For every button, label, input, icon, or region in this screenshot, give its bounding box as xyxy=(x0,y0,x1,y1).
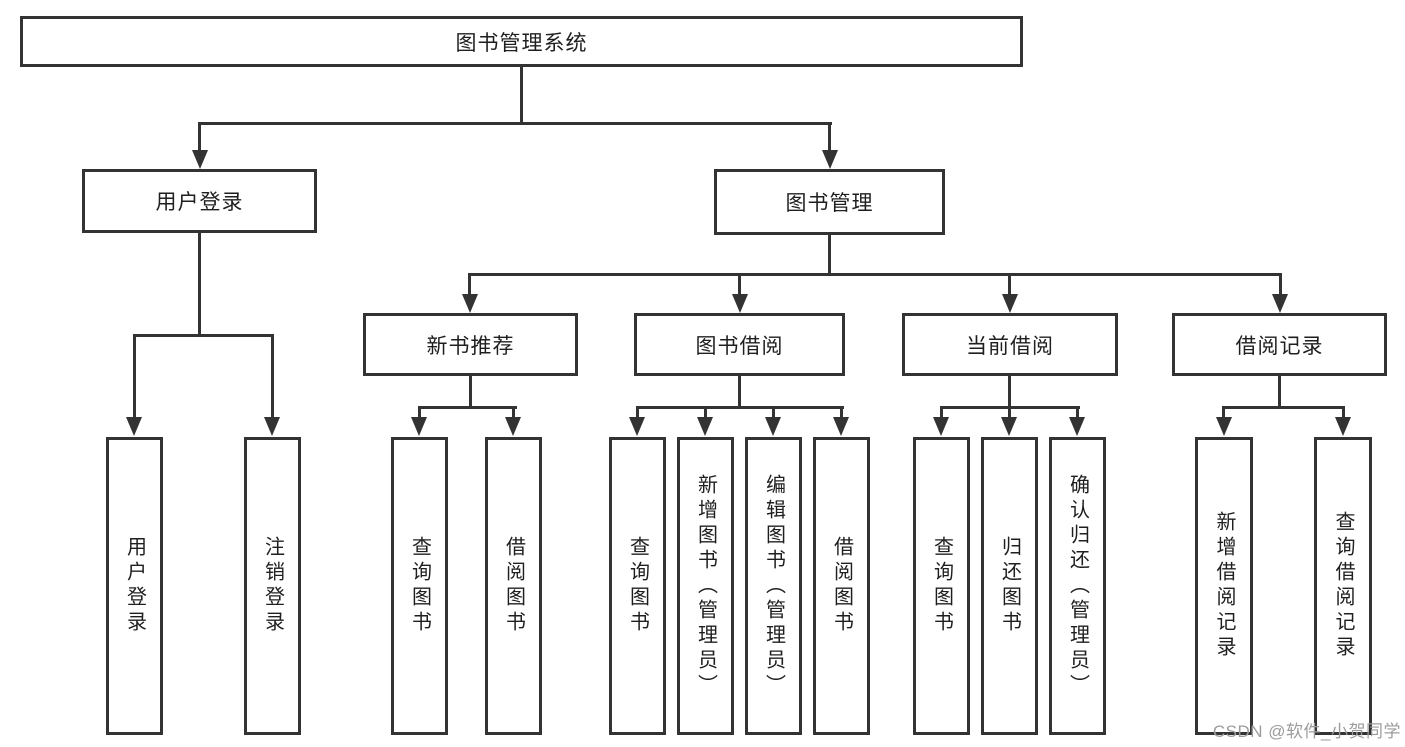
leaf-cb-confirm-return-admin: 确认归还（管理员） xyxy=(1049,437,1106,735)
leaf-bb-edit-books-admin: 编辑图书（管理员） xyxy=(745,437,802,735)
node-label: 用户登录 xyxy=(155,191,244,214)
connector-bookborrow-down xyxy=(738,376,741,408)
connector-newbooks-down xyxy=(469,376,472,408)
arrow-down-icon xyxy=(833,417,849,436)
arrow-down-icon xyxy=(1002,294,1018,313)
node-borrow-records: 借阅记录 xyxy=(1172,313,1387,376)
connector-login-down xyxy=(198,233,201,337)
node-label: 图书管理系统 xyxy=(455,31,588,55)
node-label: 编辑图书（管理员） xyxy=(762,473,785,699)
leaf-bb-add-books-admin: 新增图书（管理员） xyxy=(677,437,734,735)
node-label: 借阅图书 xyxy=(502,536,525,636)
connector-stub xyxy=(704,406,707,420)
node-label: 借阅记录 xyxy=(1235,334,1324,358)
leaf-nb-query-books: 查询图书 xyxy=(391,437,448,735)
arrow-down-icon xyxy=(697,417,713,436)
connector-stub xyxy=(1342,406,1345,420)
connector-stub-book-borrow xyxy=(738,273,741,297)
connector-stub-current-borrow xyxy=(1008,273,1011,297)
connector-stub xyxy=(512,406,515,420)
connector-bookborrow-branch xyxy=(636,406,844,409)
connector-stub-new-books xyxy=(468,273,471,297)
node-label: 当前借阅 xyxy=(966,334,1054,358)
arrow-down-icon xyxy=(1001,417,1017,436)
connector-mgmt-down xyxy=(828,235,831,275)
leaf-bb-borrow-books: 借阅图书 xyxy=(813,437,870,735)
connector-stub xyxy=(940,406,943,420)
connector-stub-leaf-login xyxy=(133,334,136,420)
leaf-cb-return-books: 归还图书 xyxy=(981,437,1038,735)
leaf-bb-query-books: 查询图书 xyxy=(609,437,666,735)
arrow-down-icon xyxy=(1069,417,1085,436)
leaf-br-add-record: 新增借阅记录 xyxy=(1195,437,1253,735)
connector-stub-book-mgmt xyxy=(828,122,831,152)
node-label: 查询图书 xyxy=(930,536,953,636)
arrow-down-icon xyxy=(765,417,781,436)
arrow-down-icon xyxy=(629,417,645,436)
node-label: 图书借阅 xyxy=(695,334,784,358)
connector-newbooks-branch xyxy=(418,406,517,409)
connector-stub xyxy=(418,406,421,420)
arrow-down-icon xyxy=(192,150,208,169)
connector-stub-borrow-records xyxy=(1279,273,1282,297)
node-label: 新增借阅记录 xyxy=(1213,511,1235,661)
arrow-down-icon xyxy=(264,417,280,436)
node-label: 用户登录 xyxy=(123,536,146,636)
arrow-down-icon xyxy=(505,417,521,436)
node-label: 确认归还（管理员） xyxy=(1066,473,1089,699)
arrow-down-icon xyxy=(732,294,748,313)
connector-records-branch xyxy=(1222,406,1345,409)
arrow-down-icon xyxy=(822,150,838,169)
node-label: 查询借阅记录 xyxy=(1332,511,1354,661)
connector-stub xyxy=(1076,406,1079,420)
csdn-watermark: CSDN @软件_小贺同学 xyxy=(1212,722,1401,741)
leaf-br-query-record: 查询借阅记录 xyxy=(1314,437,1372,735)
arrow-down-icon xyxy=(933,417,949,436)
leaf-logout: 注销登录 xyxy=(244,437,301,735)
node-label: 新增图书（管理员） xyxy=(694,473,717,699)
leaf-cb-query-books: 查询图书 xyxy=(913,437,970,735)
node-label: 图书管理 xyxy=(785,192,874,215)
connector-stub xyxy=(1222,406,1225,420)
node-label: 归还图书 xyxy=(998,536,1021,636)
connector-stub-user-login xyxy=(198,122,201,152)
connector-stub xyxy=(636,406,639,420)
node-new-book-recommend: 新书推荐 xyxy=(363,313,578,376)
connector-root-down xyxy=(520,67,523,123)
node-label: 注销登录 xyxy=(261,536,284,636)
leaf-nb-borrow-books: 借阅图书 xyxy=(485,437,542,735)
node-label: 查询图书 xyxy=(408,536,431,636)
node-current-borrow: 当前借阅 xyxy=(902,313,1118,376)
connector-root-branch xyxy=(198,122,832,125)
node-root-library-system: 图书管理系统 xyxy=(20,16,1023,67)
arrow-down-icon xyxy=(411,417,427,436)
connector-stub xyxy=(1008,406,1011,420)
connector-stub xyxy=(772,406,775,420)
leaf-user-login: 用户登录 xyxy=(106,437,163,735)
node-user-login: 用户登录 xyxy=(82,169,317,233)
arrow-down-icon xyxy=(462,294,478,313)
connector-stub xyxy=(840,406,843,420)
arrow-down-icon xyxy=(126,417,142,436)
node-book-management: 图书管理 xyxy=(714,169,945,235)
connector-mgmt-branch xyxy=(468,273,1282,276)
node-label: 借阅图书 xyxy=(830,536,853,636)
connector-currentborrow-down xyxy=(1008,376,1011,408)
arrow-down-icon xyxy=(1335,417,1351,436)
connector-stub-leaf-logout xyxy=(271,334,274,420)
arrow-down-icon xyxy=(1272,294,1288,313)
connector-login-branch xyxy=(133,334,274,337)
node-book-borrow: 图书借阅 xyxy=(634,313,845,376)
connector-records-down xyxy=(1278,376,1281,408)
node-label: 新书推荐 xyxy=(426,334,515,358)
node-label: 查询图书 xyxy=(626,536,649,636)
arrow-down-icon xyxy=(1216,417,1232,436)
